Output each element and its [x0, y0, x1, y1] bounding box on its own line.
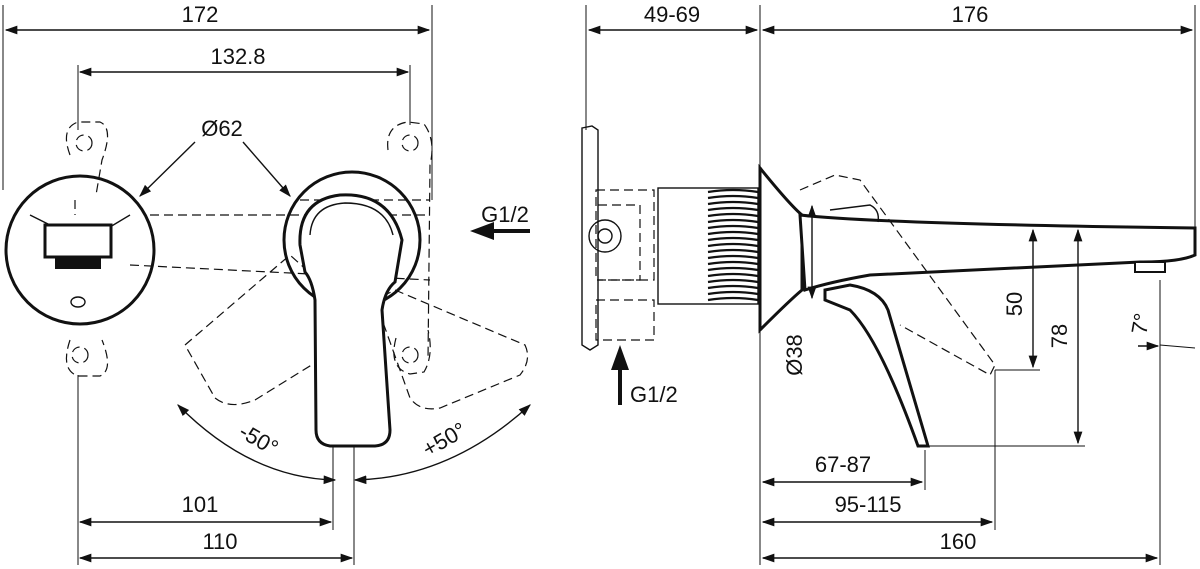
svg-text:132.8: 132.8 [210, 44, 265, 69]
thread-line [707, 200, 759, 206]
svg-text:7°: 7° [1126, 311, 1154, 336]
svg-text:67-87: 67-87 [815, 452, 871, 477]
svg-text:78: 78 [1047, 324, 1072, 348]
dim-overall-width: 172 [4, 2, 431, 35]
svg-text:Ø62: Ø62 [201, 116, 243, 141]
svg-text:Ø38: Ø38 [782, 334, 807, 376]
thread-line [707, 278, 759, 284]
svg-text:176: 176 [952, 2, 989, 27]
svg-text:172: 172 [182, 2, 219, 27]
thread-line [707, 284, 759, 290]
thread-line [707, 296, 759, 302]
svg-text:49-69: 49-69 [644, 2, 700, 27]
thread-line [707, 260, 759, 266]
dim-outlet-reach: 160 [761, 529, 1159, 563]
thread-line [707, 248, 759, 254]
thread-line [707, 188, 759, 194]
svg-text:110: 110 [202, 529, 237, 554]
dim-handle-reach: 95-115 [761, 492, 994, 527]
thread-line [707, 230, 759, 236]
thread-line [707, 224, 759, 230]
svg-text:50: 50 [1002, 292, 1027, 316]
thread-line [707, 212, 759, 218]
thread-pattern [707, 188, 759, 302]
inlet-side: G1/2 [611, 345, 678, 407]
cartridge-view [4, 174, 156, 326]
spout [798, 204, 1197, 293]
svg-text:G1/2: G1/2 [630, 382, 678, 407]
dim-plate-holes: 132.8 [78, 44, 410, 77]
dim-height-50: 50 [995, 228, 1040, 371]
svg-text:G1/2: G1/2 [481, 202, 529, 227]
svg-text:160: 160 [940, 529, 977, 554]
lever-alt-outline [799, 174, 996, 376]
thread-line [707, 272, 759, 278]
side-view: 49-69 176 G1/2 [581, 2, 1197, 565]
thread-line [707, 266, 759, 272]
dim-left-offset: 101 [78, 492, 333, 527]
dim-left-total: 110 [78, 529, 354, 563]
dim-angle-spout: 7° [1126, 311, 1196, 351]
escutcheon [758, 163, 804, 334]
dim-lever-reach: 67-87 [761, 452, 924, 487]
thread-line [707, 218, 759, 224]
dim-wall-depth: 49-69 [587, 2, 759, 35]
thread-line [707, 254, 759, 260]
svg-text:101: 101 [182, 492, 219, 517]
dim-spout-length: 176 [761, 2, 1194, 35]
thread-line [707, 242, 759, 248]
thread-line [707, 236, 759, 242]
inlet-front: G1/2 [470, 202, 530, 240]
svg-text:+50°: +50° [418, 417, 470, 462]
lever-side [823, 283, 931, 448]
front-view: 172 132.8 Ø62 [2, 2, 531, 565]
thread-line [707, 290, 759, 296]
svg-text:95-115: 95-115 [835, 492, 902, 517]
mixer-front [282, 170, 422, 448]
dim-diameter: Ø62 [139, 116, 291, 197]
thread-line [707, 194, 759, 200]
thread-line [707, 206, 759, 212]
dim-body-diameter: Ø38 [782, 204, 817, 376]
dim-height-78: 78 [928, 228, 1085, 447]
